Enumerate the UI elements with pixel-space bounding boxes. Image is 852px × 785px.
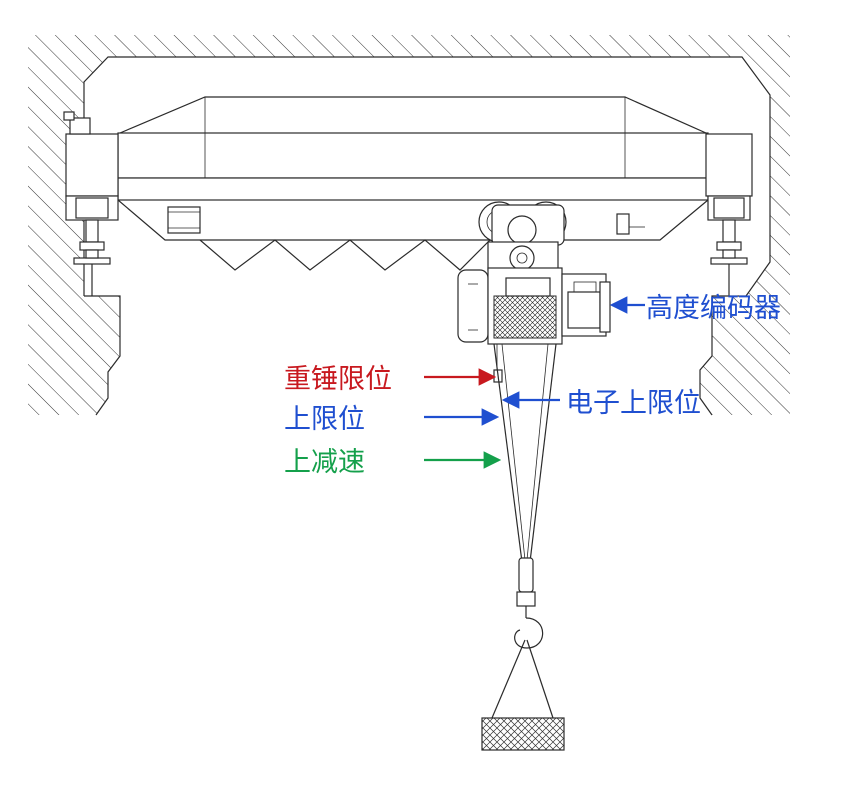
hoist-motor-drum — [457, 267, 611, 345]
hoist-ropes — [493, 343, 557, 563]
right-end-carriage — [705, 133, 753, 296]
sling-load — [481, 639, 565, 751]
building-structure — [28, 35, 790, 416]
heavy-hammer-limit-label: 重锤限位 — [284, 364, 392, 395]
upper-deceleration-label: 上减速 — [284, 447, 365, 478]
hoist-trolley — [478, 201, 567, 271]
hook-block — [514, 557, 544, 649]
upper-limit-label: 上限位 — [284, 404, 365, 435]
bridge-girder — [117, 96, 709, 271]
callout-arrows — [424, 296, 645, 469]
encoder-label: 高度编码器 — [646, 293, 781, 324]
electronic-upper-limit-label: 电子上限位 — [566, 388, 701, 419]
callout-labels: 高度编码器 电子上限位 重锤限位 上限位 上减速 — [284, 293, 781, 478]
left-end-carriage — [63, 111, 119, 296]
